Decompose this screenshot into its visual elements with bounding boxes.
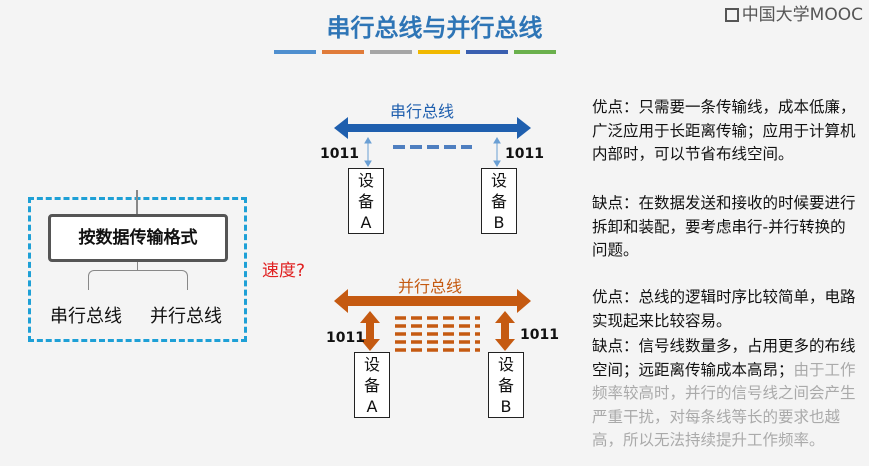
device-text: 备 xyxy=(497,376,514,395)
tree-line xyxy=(137,262,138,270)
device-text: B xyxy=(500,397,512,416)
serial-value-b: 1011 xyxy=(505,146,544,162)
accent-bar xyxy=(418,50,460,54)
parallel-pros: 优点：总线的逻辑时序比较简单，电路实现起来比较容易。 xyxy=(592,288,856,330)
logo-text: 中国大学MOOC xyxy=(741,5,863,25)
tree-line xyxy=(136,190,138,214)
speed-question: 速度? xyxy=(262,261,306,281)
accent-bar xyxy=(370,50,412,54)
parallel-bus-arrow xyxy=(334,289,531,313)
serial-bus-diagram xyxy=(334,117,531,167)
device-text: A xyxy=(366,397,378,416)
device-text: A xyxy=(360,213,372,232)
device-text: 备 xyxy=(363,376,380,395)
parallel-dashed-lines xyxy=(395,316,480,352)
parallel-bus-label: 并行总线 xyxy=(398,277,463,296)
parallel-cons: 缺点：信号线数量多，占用更多的布线空间；远距离传输成本高昂；由于工作频率较高时，… xyxy=(592,335,857,453)
mooc-logo: 中国大学MOOC xyxy=(724,0,863,25)
device-text: 设 xyxy=(357,171,374,190)
accent-bar xyxy=(514,50,556,54)
accent-bar xyxy=(322,50,364,54)
parallel-arrow-b xyxy=(495,311,515,351)
tree-leaf-parallel: 并行总线 xyxy=(150,306,222,327)
serial-small-arrow-a xyxy=(364,137,372,167)
accent-bar xyxy=(274,50,316,54)
device-text: B xyxy=(493,213,505,232)
device-text: 设 xyxy=(497,355,514,374)
device-text: 设 xyxy=(490,171,507,190)
tree-branch xyxy=(88,270,188,290)
serial-bus-label: 串行总线 xyxy=(390,102,455,121)
serial-value-a: 1011 xyxy=(320,146,359,162)
serial-cons: 缺点：在数据发送和接收的时候要进行拆卸和装配，要考虑串行-并行转换的问题。 xyxy=(592,194,856,259)
accent-bar xyxy=(466,50,508,54)
parallel-arrow-a xyxy=(360,311,380,351)
parallel-value-a: 1011 xyxy=(326,330,365,346)
logo-icon xyxy=(724,8,739,22)
device-text: 备 xyxy=(490,192,507,211)
serial-small-arrow-b xyxy=(493,137,501,167)
tree-leaf-serial: 串行总线 xyxy=(50,306,122,327)
device-text: 设 xyxy=(363,355,380,374)
device-text: 备 xyxy=(357,192,374,211)
serial-pros: 优点：只需要一条传输线，成本低廉，广泛应用于长距离传输；应用于计算机内部时，可以… xyxy=(592,98,856,163)
parallel-value-b: 1011 xyxy=(520,327,559,343)
title-accent-bars xyxy=(274,50,556,54)
serial-bus-arrow xyxy=(334,117,531,139)
parallel-bus-diagram xyxy=(334,289,531,352)
page-title: 串行总线与并行总线 xyxy=(326,14,543,42)
tree-root: 按数据传输格式 xyxy=(48,214,228,262)
parallel-cons-main: 缺点：信号线数量多，占用更多的布线空间；远距离传输成本高昂； xyxy=(592,337,856,379)
parallel-cons-faded: 由于工作频率较高时，并行的信号线之间会产生严重干扰，对每条线等长的要求也越高，所… xyxy=(592,360,856,450)
